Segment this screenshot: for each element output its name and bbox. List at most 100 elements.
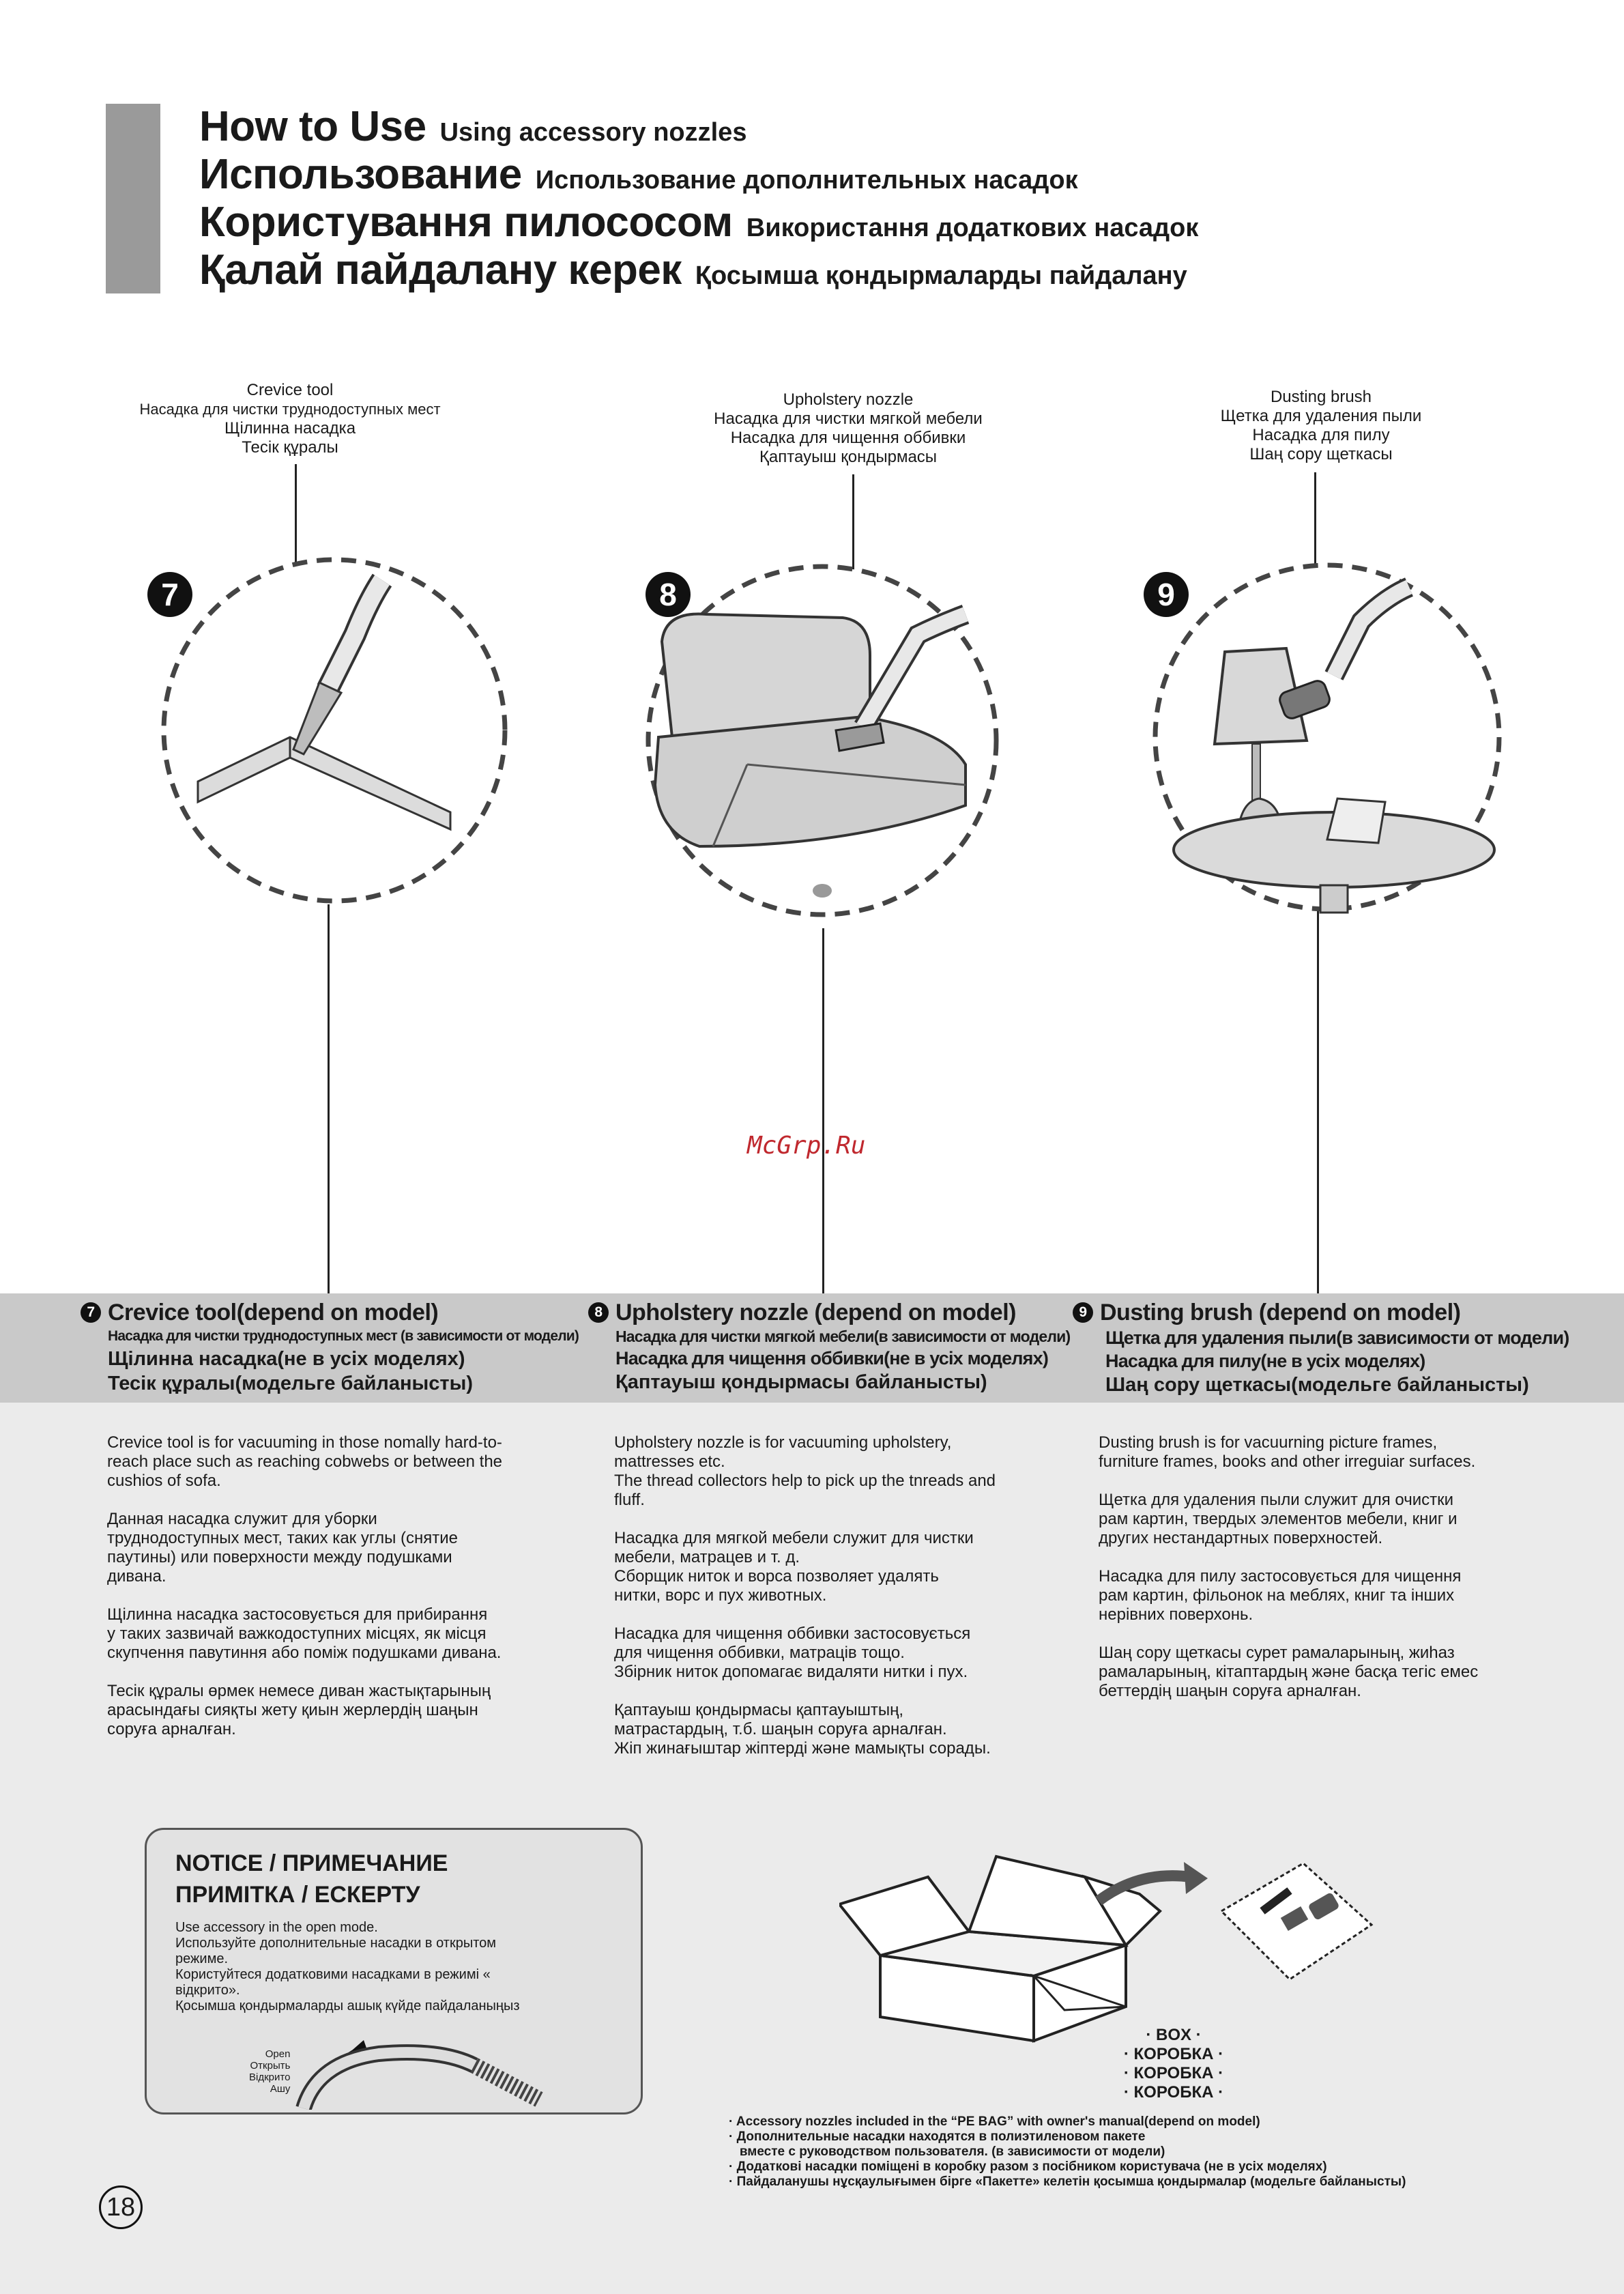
box-label-line: · КОРОБКА · bbox=[1123, 2083, 1224, 2102]
box-label-line: · BOX · bbox=[1146, 2026, 1202, 2044]
heading-kk: Тесік құралы(модельге байланысты) bbox=[108, 1373, 474, 1394]
paragraph-uk: Насадка для пилу застосовується для чище… bbox=[1099, 1567, 1462, 1624]
title-line-ru: Использование Использование дополнительн… bbox=[199, 150, 1198, 198]
title-main: Использование bbox=[199, 151, 522, 198]
label-ru: Щетка для удаления пыли bbox=[1220, 407, 1422, 425]
heading-kk: Қаптауыш қондырмасы байланысты) bbox=[615, 1371, 987, 1393]
upholstery-nozzle-label: Upholstery nozzle Насадка для чистки мяг… bbox=[714, 390, 983, 467]
flexible-hose bbox=[470, 2058, 543, 2107]
dusting-brush-description: Dusting brush is for vacuurning picture … bbox=[1099, 1433, 1576, 1720]
title-sub: Использование дополнительных насадок bbox=[535, 166, 1078, 195]
title-sub: Using accessory nozzles bbox=[439, 118, 747, 147]
picture-frame bbox=[1326, 797, 1387, 844]
paragraph-uk: Щілинна насадка застосовується для приби… bbox=[107, 1605, 502, 1662]
box-label-line: · КОРОБКА · bbox=[1123, 2045, 1224, 2063]
crevice-tool-label: Crevice tool Насадка для чистки труднодо… bbox=[139, 381, 440, 457]
crevice-nozzle bbox=[292, 680, 343, 756]
heading-uk: Щілинна насадка(не в усіх моделях) bbox=[108, 1348, 465, 1370]
title-main: Қалай пайдалану керек bbox=[199, 246, 682, 293]
step-number-7: 7 bbox=[147, 572, 192, 617]
footnote-line: · Пайдаланушы нұсқаулығымен бірге «Пакет… bbox=[729, 2175, 1406, 2189]
label-en: Dusting brush bbox=[1270, 388, 1372, 406]
paragraph-en: Upholstery nozzle is for vacuuming uphol… bbox=[614, 1433, 996, 1509]
arrow-icon bbox=[1095, 1870, 1192, 1906]
label-uk: Насадка для пилу bbox=[1252, 426, 1390, 444]
box-illustration bbox=[839, 1854, 1374, 2043]
label-kk: Шаң сору щеткасы bbox=[1249, 445, 1393, 463]
label-en: Upholstery nozzle bbox=[783, 390, 914, 409]
bullet-number: 8 bbox=[588, 1302, 609, 1323]
connector-line bbox=[328, 904, 330, 1297]
bullet-number: 7 bbox=[81, 1302, 101, 1323]
watermark: McGrp.Ru bbox=[747, 1132, 866, 1160]
paragraph-kk: Шаң сору щеткасы сурет рамаларының, жиһа… bbox=[1099, 1644, 1479, 1700]
sofa-back bbox=[660, 612, 871, 739]
heading-kk: Шаң сору щеткасы(модельге байланысты) bbox=[1105, 1374, 1529, 1396]
notice-title: NOTICE / ПРИМЕЧАНИЕ ПРИМІТКА / ЕСКЕРТУ bbox=[175, 1848, 448, 1910]
footnote-line: вместе с руководством пользователя. (в з… bbox=[729, 2145, 1165, 2159]
heading-ru: Насадка для чистки мягкой мебели(в завис… bbox=[615, 1328, 1071, 1345]
title-line-kk: Қалай пайдалану керек Қосымша қондырмала… bbox=[199, 246, 1198, 293]
hose-handle-illustration bbox=[295, 2040, 543, 2110]
page-number: 18 bbox=[99, 2185, 143, 2229]
heading-uk: Насадка для пилу(не в усіх моделях) bbox=[1105, 1351, 1425, 1371]
label-uk: Щілинна насадка bbox=[224, 419, 356, 438]
step-number-8: 8 bbox=[646, 572, 691, 617]
title-sub: Қосымша қондырмаларды пайдалану bbox=[695, 261, 1187, 290]
dusting-brush-label: Dusting brush Щетка для удаления пыли На… bbox=[1221, 388, 1422, 464]
bullet-number: 9 bbox=[1073, 1302, 1093, 1323]
paragraph-en: Dusting brush is for vacuurning picture … bbox=[1099, 1433, 1476, 1471]
dusting-brush-head bbox=[1279, 680, 1331, 719]
heading-ru: Насадка для чистки труднодоступных мест … bbox=[108, 1328, 579, 1344]
upholstery-nozzle-illustration bbox=[646, 564, 999, 917]
label-uk: Насадка для чищення оббивки bbox=[730, 429, 966, 447]
notice-box: NOTICE / ПРИМЕЧАНИЕ ПРИМІТКА / ЕСКЕРТУ U… bbox=[145, 1828, 643, 2114]
paragraph-en: Crevice tool is for vacuuming in those n… bbox=[107, 1433, 503, 1490]
crevice-tool-description: Crevice tool is for vacuuming in those n… bbox=[107, 1433, 585, 1758]
heading-ru: Щетка для удаления пыли(в зависимости от… bbox=[1105, 1328, 1569, 1348]
box-label: · BOX · · КОРОБКА · · КОРОБКА · · КОРОБК… bbox=[1119, 2026, 1228, 2102]
label-kk: Қаптауыш қондырмасы bbox=[759, 448, 938, 466]
paragraph-ru: Щетка для удаления пыли служит для очист… bbox=[1099, 1491, 1458, 1547]
label-kk: Тесік құралы bbox=[242, 438, 338, 457]
heading-en-text: Crevice tool(depend on model) bbox=[108, 1300, 439, 1325]
upholstery-head bbox=[835, 722, 885, 752]
label-en: Crevice tool bbox=[246, 381, 334, 399]
heading-uk: Насадка для чищення оббивки(не в усіх мо… bbox=[615, 1348, 1049, 1368]
dusting-brush-illustration bbox=[1152, 562, 1502, 914]
paragraph-kk: Тесік құралы өрмек немесе диван жастықта… bbox=[107, 1682, 491, 1738]
title-accent-bar bbox=[106, 104, 160, 293]
title-line-en: How to Use Using accessory nozzles bbox=[199, 102, 1198, 150]
heading-en: 7 Crevice tool(depend on model) bbox=[81, 1299, 579, 1326]
connector-line bbox=[1317, 911, 1319, 1297]
connector-line bbox=[822, 928, 824, 1297]
lamp-shade bbox=[1213, 646, 1309, 746]
title-line-uk: Користування пилососом Використання дода… bbox=[199, 198, 1198, 246]
dusting-brush-heading: 9 Dusting brush (depend on model) Щетка … bbox=[1073, 1299, 1569, 1397]
heading-en: 8 Upholstery nozzle (depend on model) bbox=[588, 1299, 1070, 1326]
heading-en-text: Upholstery nozzle (depend on model) bbox=[615, 1300, 1016, 1325]
page-titles: How to Use Using accessory nozzles Испол… bbox=[199, 102, 1198, 293]
footnote-line: · Додаткові насадки поміщені в коробку р… bbox=[729, 2160, 1327, 2174]
crevice-tool-icon bbox=[1260, 1887, 1292, 1915]
title-main: Користування пилососом bbox=[199, 199, 733, 246]
paragraph-ru: Насадка для мягкой мебели служит для чис… bbox=[614, 1529, 974, 1605]
crevice-tool-illustration bbox=[161, 557, 508, 904]
upholstery-nozzle-heading: 8 Upholstery nozzle (depend on model) На… bbox=[588, 1299, 1071, 1394]
sofa-seat bbox=[653, 715, 967, 848]
notice-text: Use accessory in the open mode. Использу… bbox=[175, 1920, 520, 2013]
step-number-9: 9 bbox=[1144, 572, 1189, 617]
title-sub: Використання додаткових насадок bbox=[746, 214, 1199, 242]
notice-title-line: NOTICE / ПРИМЕЧАНИЕ bbox=[175, 1850, 448, 1876]
notice-title-line: ПРИМІТКА / ЕСКЕРТУ bbox=[175, 1882, 420, 1908]
open-label: Open Открыть Відкрито Ашу bbox=[249, 2048, 291, 2095]
label-ru: Насадка для чистки труднодоступных мест bbox=[139, 401, 441, 418]
title-main: How to Use bbox=[199, 103, 426, 150]
section-header-band bbox=[0, 1293, 1624, 1403]
footnote-line: · Accessory nozzles included in the “PE … bbox=[729, 2114, 1260, 2129]
paragraph-kk: Қаптауыш қондырмасы қаптауыштың, матраст… bbox=[614, 1701, 991, 1758]
footnote-line: · Дополнительные насадки находятся в пол… bbox=[729, 2130, 1146, 2144]
heading-en: 9 Dusting brush (depend on model) bbox=[1073, 1299, 1569, 1326]
label-ru: Насадка для чистки мягкой мебели bbox=[714, 410, 983, 428]
crevice-tool-heading: 7 Crevice tool(depend on model) Насадка … bbox=[81, 1299, 579, 1396]
